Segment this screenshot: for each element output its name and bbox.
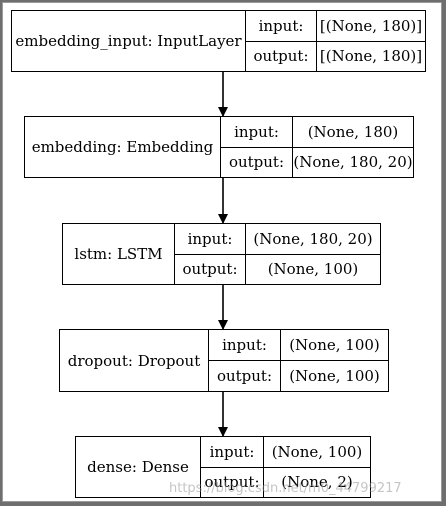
output-row: output: (None, 2) (201, 466, 370, 497)
node-name: embedding: Embedding (25, 117, 221, 177)
output-row: output: (None, 100) (209, 360, 388, 391)
node-name: dense: Dense (76, 437, 201, 497)
input-label: input: (175, 224, 246, 254)
input-row: input: (None, 180) (221, 117, 413, 147)
output-shape: (None, 100) (267, 260, 359, 279)
port-table: input: (None, 180, 20) output: (None, 10… (175, 224, 380, 284)
node-name: embedding_input: InputLayer (12, 11, 246, 71)
output-row: output: [(None, 180)] (246, 40, 425, 71)
input-row: input: (None, 100) (209, 330, 388, 360)
input-shape: (None, 100) (289, 336, 380, 354)
output-label: output: (209, 361, 281, 391)
input-label: input: (221, 117, 293, 147)
output-shape: (None, 180, 20) (293, 153, 413, 172)
output-label: output: (246, 41, 317, 71)
output-row: output: (None, 100) (175, 253, 380, 284)
output-row: output: (None, 180, 20) (221, 146, 413, 177)
node-lstm: lstm: LSTM input: (None, 180, 20) output… (62, 223, 381, 285)
input-shape: [(None, 180)] (319, 16, 423, 35)
input-shape: (None, 180) (307, 122, 399, 141)
diagram-canvas: embedding_input: InputLayer input: [(Non… (2, 2, 442, 502)
output-shape: [(None, 180)] (319, 47, 423, 66)
input-label: input: (209, 330, 281, 360)
node-dropout: dropout: Dropout input: (None, 100) outp… (59, 329, 389, 392)
node-dense: dense: Dense input: (None, 100) output: … (75, 436, 371, 498)
input-shape: (None, 180, 20) (253, 229, 373, 248)
node-embedding: embedding: Embedding input: (None, 180) … (24, 116, 414, 178)
edges (218, 72, 228, 437)
output-shape: (None, 100) (289, 367, 380, 385)
output-label: output: (221, 147, 293, 177)
output-label: output: (175, 254, 246, 284)
watermark: https://blog.csdn.net/m0_44799217 (169, 481, 402, 496)
port-table: input: (None, 100) output: (None, 100) (209, 330, 388, 391)
output-shape: (None, 2) (281, 473, 353, 492)
port-table: input: (None, 100) output: (None, 2) (201, 437, 370, 497)
input-row: input: (None, 180, 20) (175, 224, 380, 254)
input-row: input: [(None, 180)] (246, 11, 425, 41)
node-embedding-input: embedding_input: InputLayer input: [(Non… (11, 10, 426, 72)
port-table: input: (None, 180) output: (None, 180, 2… (221, 117, 413, 177)
port-table: input: [(None, 180)] output: [(None, 180… (246, 11, 425, 71)
input-shape: (None, 100) (271, 442, 363, 461)
output-label: output: (201, 467, 264, 497)
node-name: dropout: Dropout (60, 330, 209, 391)
input-label: input: (201, 437, 264, 467)
input-label: input: (246, 11, 317, 41)
node-name: lstm: LSTM (63, 224, 175, 284)
input-row: input: (None, 100) (201, 437, 370, 467)
